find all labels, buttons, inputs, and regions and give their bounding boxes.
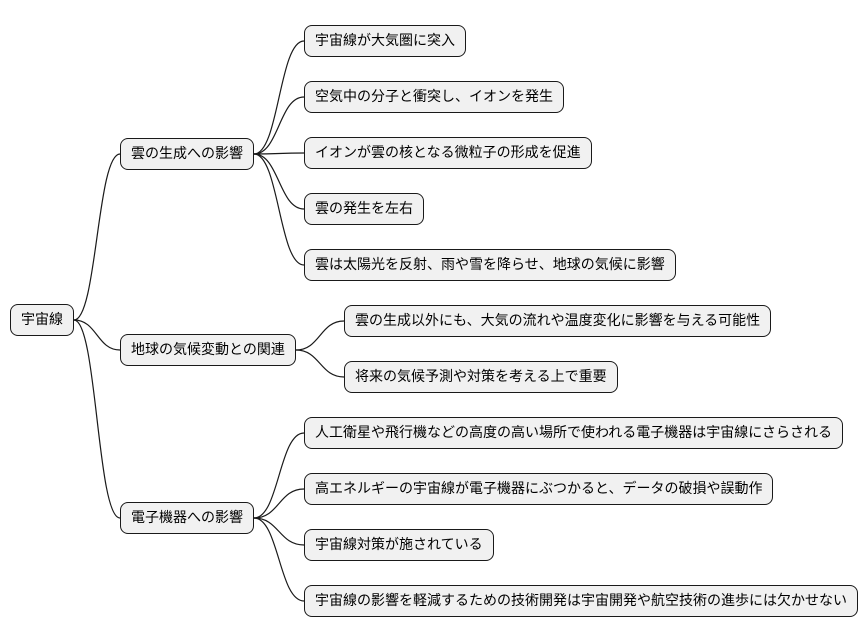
connector-line xyxy=(253,517,305,546)
leaf-node: 将来の気候予測や対策を考える上で重要 xyxy=(344,361,618,393)
connector-line xyxy=(253,517,305,602)
connector-line xyxy=(295,320,345,351)
leaf-node: 雲は太陽光を反射、雨や雪を降らせ、地球の気候に影響 xyxy=(304,249,676,281)
connector-line xyxy=(253,152,305,155)
branch-node-electronics: 電子機器への影響 xyxy=(120,502,254,534)
root-node: 宇宙線 xyxy=(10,304,74,336)
leaf-node: 宇宙線の影響を軽減するための技術開発は宇宙開発や航空技術の進歩には欠かせない xyxy=(304,585,858,617)
branch-node-cloud-formation: 雲の生成への影響 xyxy=(120,138,254,170)
leaf-node: 雲の発生を左右 xyxy=(304,193,424,225)
connector-line xyxy=(253,96,305,155)
leaf-node: イオンが雲の核となる微粒子の形成を促進 xyxy=(304,137,592,169)
leaf-node: 人工衛星や飛行機などの高度の高い場所で使われる電子機器は宇宙線にさらされる xyxy=(304,417,844,449)
leaf-node: 空気中の分子と衝突し、イオンを発生 xyxy=(304,81,564,113)
leaf-node: 宇宙線が大気圏に突入 xyxy=(304,25,466,57)
branch-node-climate-change: 地球の気候変動との関連 xyxy=(120,334,296,366)
connector-line xyxy=(253,153,305,210)
leaf-node: 雲の生成以外にも、大気の流れや温度変化に影響を与える可能性 xyxy=(344,305,772,337)
leaf-node: 宇宙線対策が施されている xyxy=(304,529,494,561)
connector-line xyxy=(253,40,305,155)
connector-line xyxy=(253,488,305,519)
connector-line xyxy=(73,319,121,519)
connector-line xyxy=(253,153,305,266)
connector-line xyxy=(295,349,345,378)
connector-line xyxy=(73,319,121,351)
connector-line xyxy=(73,153,121,321)
connector-line xyxy=(253,432,305,519)
leaf-node: 高エネルギーの宇宙線が電子機器にぶつかると、データの破損や誤動作 xyxy=(304,473,774,505)
